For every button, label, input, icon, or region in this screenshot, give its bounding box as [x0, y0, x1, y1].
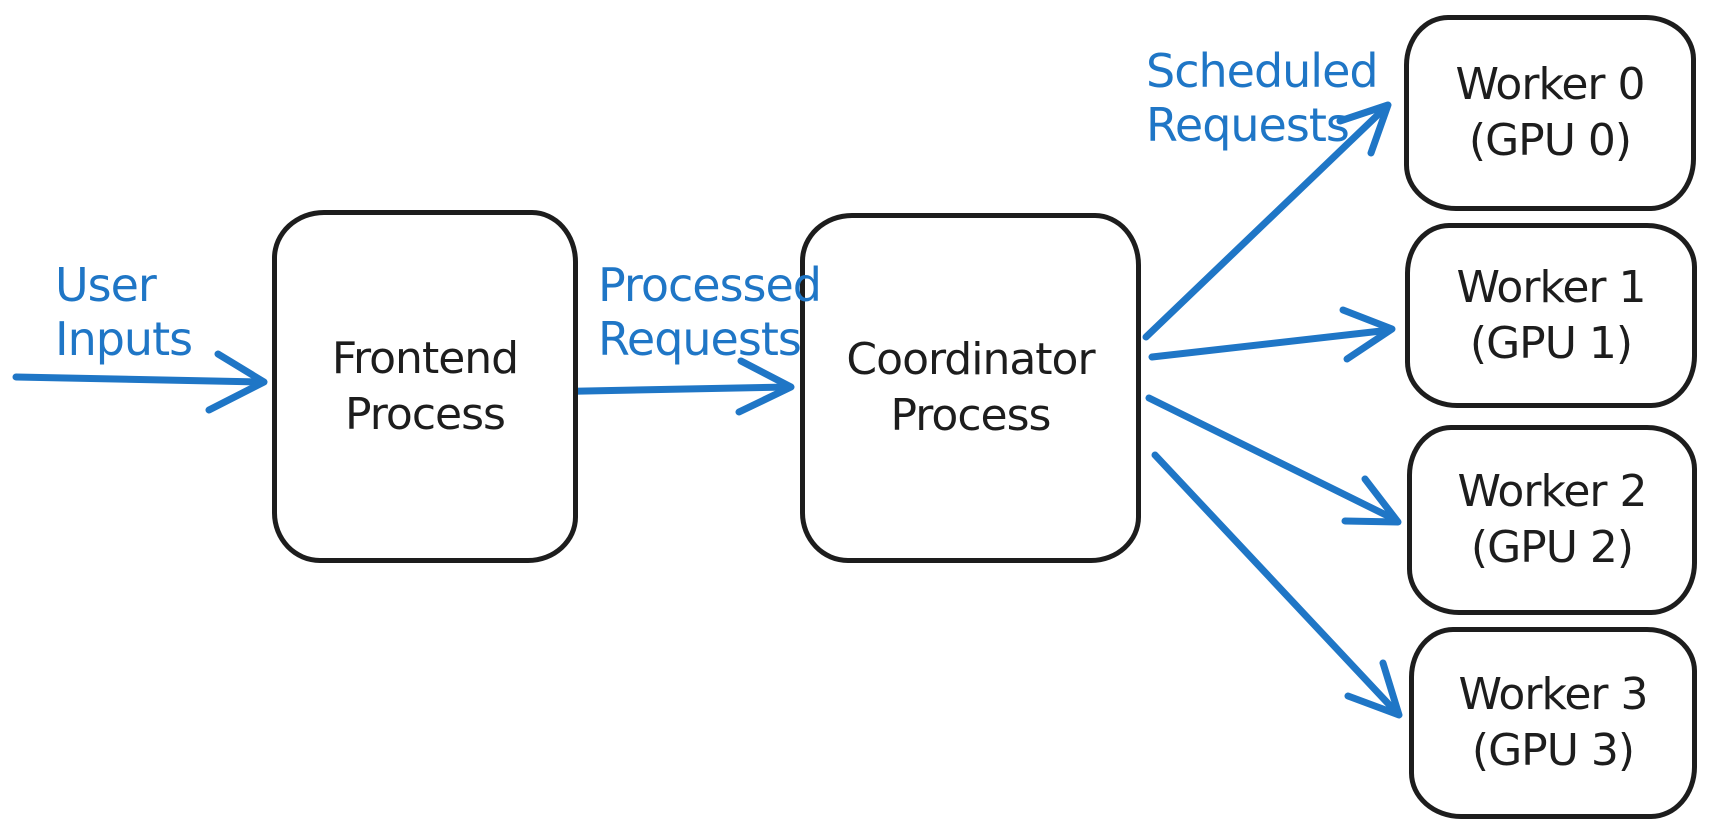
label-processed-requests: Processed Requests: [598, 258, 822, 366]
worker-1-label: Worker 1 (GPU 1): [1456, 261, 1647, 369]
worker-0-label: Worker 0 (GPU 0): [1455, 59, 1646, 166]
label-user-inputs: User Inputs: [55, 258, 193, 366]
label-scheduled-requests: Scheduled Requests: [1146, 44, 1379, 152]
arrow-to-worker-1: [1148, 306, 1396, 363]
node-frontend-process: Frontend Process: [272, 210, 578, 563]
arrow-to-worker-2: [1145, 394, 1402, 526]
worker-3-label: Worker 3 (GPU 3): [1458, 669, 1649, 776]
node-worker-3: Worker 3 (GPU 3): [1409, 627, 1697, 819]
arrow-to-worker-3: [1151, 451, 1403, 719]
worker-2-label: Worker 2 (GPU 2): [1457, 466, 1648, 573]
node-worker-2: Worker 2 (GPU 2): [1407, 425, 1697, 615]
node-worker-1: Worker 1 (GPU 1): [1405, 223, 1697, 408]
frontend-process-label: Frontend Process: [331, 332, 519, 440]
node-worker-0: Worker 0 (GPU 0): [1404, 15, 1696, 211]
node-coordinator-process: Coordinator Process: [800, 213, 1141, 563]
coordinator-process-label: Coordinator Process: [846, 334, 1095, 441]
